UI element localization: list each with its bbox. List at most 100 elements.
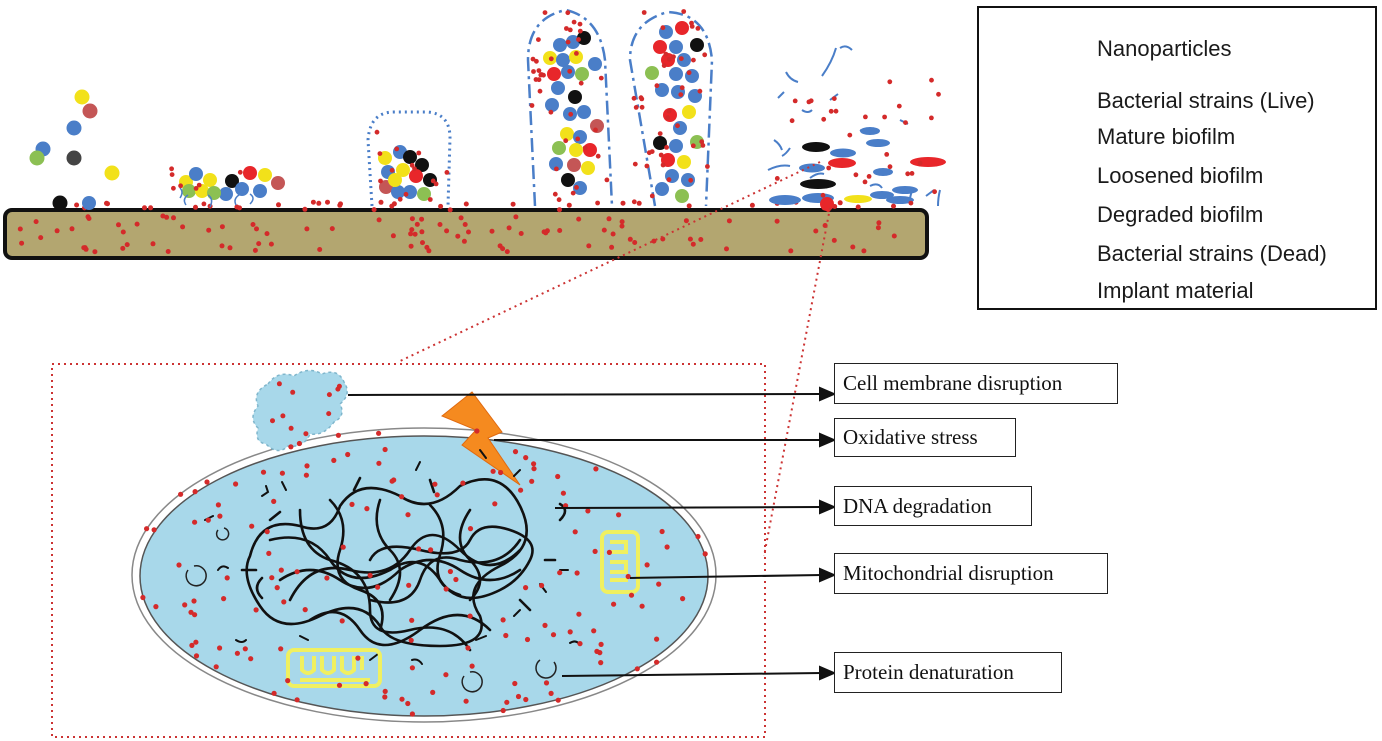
- nanoparticle: [639, 603, 645, 609]
- nanoparticle: [789, 118, 795, 124]
- nanoparticle: [875, 225, 881, 231]
- nanoparticle: [556, 197, 562, 203]
- nanoparticle: [205, 517, 211, 523]
- nanoparticle: [619, 219, 625, 225]
- nanoparticle: [828, 108, 834, 114]
- nanoparticle: [248, 656, 254, 662]
- nanoparticle: [416, 546, 422, 552]
- nanoparticle: [178, 183, 184, 189]
- nanoparticle: [774, 218, 780, 224]
- nanoparticle: [929, 115, 934, 121]
- nanoparticle: [566, 202, 572, 208]
- stage-degraded-biofilm: [767, 45, 946, 211]
- nanoparticle: [909, 171, 915, 176]
- nanoparticle: [887, 164, 893, 170]
- nanoparticle: [575, 136, 581, 142]
- nanoparticle: [649, 149, 655, 155]
- nanoparticle: [582, 145, 588, 151]
- nanoparticle: [339, 618, 345, 624]
- nanoparticle: [634, 666, 640, 672]
- nanoparticle: [604, 177, 610, 183]
- denatured-proteins: [185, 527, 557, 693]
- nanoparticle: [689, 24, 695, 29]
- nanoparticle: [560, 490, 567, 496]
- nanoparticle: [808, 98, 814, 104]
- nanoparticle: [254, 226, 259, 232]
- nanoparticle: [903, 120, 908, 125]
- nanoparticle: [405, 700, 411, 707]
- nanoparticle: [288, 444, 294, 450]
- nanoparticle: [531, 69, 536, 74]
- nanoparticle: [234, 650, 240, 656]
- nanoparticle: [576, 216, 582, 222]
- nanoparticle: [542, 10, 548, 16]
- nanoparticle: [376, 217, 382, 223]
- nanoparticle: [557, 207, 562, 213]
- nanoparticle: [234, 204, 240, 210]
- nanoparticle: [182, 602, 188, 608]
- nanoparticle: [326, 392, 332, 398]
- nanoparticle: [105, 201, 110, 207]
- nanoparticle: [681, 9, 687, 14]
- nanoparticle: [375, 584, 381, 590]
- nanoparticle: [537, 88, 543, 94]
- nanoparticle: [399, 494, 405, 500]
- nanoparticle: [531, 466, 537, 472]
- nanoparticle: [340, 544, 346, 550]
- nanoparticle: [512, 680, 518, 687]
- nanoparticle: [908, 200, 914, 206]
- nanoparticle: [447, 568, 453, 575]
- nanoparticle: [331, 457, 337, 463]
- nanoparticle: [882, 114, 887, 120]
- stage-free-bacteria: [29, 89, 120, 211]
- implant-nanoparticles: [17, 199, 897, 255]
- nanoparticle: [504, 699, 510, 705]
- nanoparticle: [437, 222, 443, 227]
- nanoparticle: [378, 178, 383, 184]
- nanoparticle: [180, 224, 186, 230]
- nanoparticle: [565, 10, 571, 16]
- nanoparticle: [585, 508, 591, 514]
- nanoparticle: [658, 152, 664, 158]
- nanoparticle: [409, 162, 415, 168]
- mechanism-cell-membrane-disruption: Cell membrane disruption: [834, 363, 1118, 404]
- nanoparticle: [686, 70, 692, 76]
- nanoparticle: [666, 108, 672, 114]
- nanoparticle: [847, 132, 853, 138]
- mechanism-label: Cell membrane disruption: [843, 371, 1063, 395]
- nanoparticle: [620, 200, 626, 206]
- nanoparticle: [38, 235, 44, 241]
- nanoparticle: [688, 177, 694, 183]
- nanoparticle: [266, 550, 272, 557]
- nanoparticle: [905, 171, 911, 177]
- nanoparticle: [213, 664, 219, 670]
- nanoparticle: [336, 383, 342, 389]
- nanoparticle: [215, 502, 221, 508]
- nanoparticle: [324, 575, 330, 581]
- cell-nanoparticles: [140, 381, 708, 717]
- mechanism-arrows: [347, 386, 837, 681]
- nanoparticle: [568, 111, 574, 117]
- nanoparticle: [430, 178, 436, 184]
- nanoparticle: [280, 413, 286, 419]
- nanoparticle: [567, 68, 573, 74]
- nanoparticle: [444, 170, 450, 175]
- nanoparticle: [325, 199, 330, 205]
- nanoparticle: [831, 96, 837, 101]
- nanoparticle: [576, 37, 581, 42]
- nanoparticle: [592, 548, 598, 555]
- legend-label-degraded-biofilm: Degraded biofilm: [1097, 202, 1264, 227]
- nanoparticle: [467, 526, 474, 532]
- nanoparticle: [691, 57, 696, 63]
- nanoparticle: [303, 431, 309, 437]
- nanoparticle: [217, 513, 223, 519]
- nanoparticle: [264, 529, 270, 535]
- nanoparticle: [567, 27, 573, 33]
- nanoparticle: [294, 569, 300, 575]
- nanoparticle: [628, 592, 635, 598]
- nanoparticle: [151, 527, 157, 533]
- nanoparticle: [548, 56, 554, 62]
- nanoparticle: [403, 191, 409, 197]
- nanoparticle: [268, 241, 274, 247]
- nanoparticle: [644, 562, 650, 568]
